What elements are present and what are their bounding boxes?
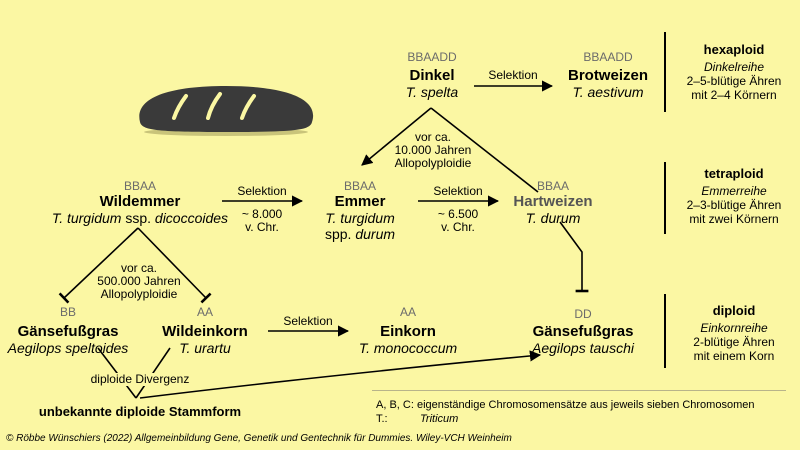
side-diploid-line1: 2-blütige Ähren	[693, 335, 775, 349]
node-emmer-species: T. turgidum	[325, 210, 395, 226]
side-diploid-line2: mit einem Korn	[693, 349, 775, 363]
node-dinkel-name: Dinkel	[409, 67, 455, 84]
node-gaensefussgras-dd-species: Aegilops tauschi	[532, 340, 634, 356]
label-divergenz: diploide Divergenz	[80, 373, 200, 386]
edge-poly500000-left	[58, 227, 139, 304]
side-divider-diploid	[664, 294, 666, 368]
label-selektion-wildemmer-time: ~ 8.000 v. Chr.	[227, 208, 297, 234]
label-emmer-time-line1: ~ 6.500	[437, 207, 479, 221]
genome-brotweizen: BBAADD	[583, 50, 633, 64]
genome-wildeinkorn: AA	[196, 305, 213, 319]
label-polyploid-10000-line2: 10.000 Jahren	[394, 143, 472, 157]
edge-poly10000-right	[430, 107, 539, 193]
node-gaensefussgras-bb-species: Aegilops speltoides	[7, 340, 129, 356]
label-emmer-time-line2: v. Chr.	[441, 220, 475, 234]
side-divider-tetraploid	[664, 162, 666, 234]
edge-hartweizen-dd	[559, 221, 589, 293]
node-brotweizen-name: Brotweizen	[567, 67, 648, 84]
node-emmer-species2-spp: spp.	[324, 226, 356, 242]
label-wildemmer-time-line2: v. Chr.	[245, 220, 279, 234]
side-hexaploid-line2: mit 2–4 Körnern	[691, 88, 777, 102]
genome-gaensefussgras-dd: DD	[574, 307, 592, 321]
label-polyploid-500000-line1: vor ca.	[120, 261, 157, 275]
genome-einkorn: AA	[399, 305, 416, 319]
label-polyploid-10000-line3: Allopolyploidie	[394, 156, 472, 170]
label-polyploid-500000: vor ca. 500.000 Jahren Allopolyploidie	[92, 262, 186, 301]
label-selektion-emmer: Selektion	[433, 184, 483, 198]
side-hexaploid-title: hexaploid	[703, 42, 765, 57]
label-polyploid-500000-line3: Allopolyploidie	[100, 287, 178, 301]
side-hexaploid-reihe: Dinkelreihe	[703, 60, 765, 74]
side-tetraploid-title: tetraploid	[704, 166, 764, 181]
genome-gaensefussgras-bb: BB	[59, 305, 76, 319]
legend-row-triticum: T.: Triticum	[376, 412, 754, 426]
label-polyploid-10000-line1: vor ca.	[414, 130, 451, 144]
side-hexaploid-line1: 2–5-blütige Ähren	[686, 74, 782, 88]
genome-wildemmer: BBAA	[123, 179, 156, 193]
node-hartweizen-species: T. durum	[525, 210, 581, 226]
node-wildemmer-species-ssp: ssp.	[121, 210, 155, 226]
node-wildeinkorn-species: T. urartu	[179, 340, 231, 356]
label-selektion-dinkel: Selektion	[488, 68, 538, 82]
edge-poly500000-right	[137, 227, 212, 304]
label-polyploid-500000-line2: 500.000 Jahren	[97, 274, 181, 288]
node-wildemmer-species: T. turgidum ssp. dicoccoides	[30, 210, 250, 226]
edge-poly10000-left	[361, 107, 432, 166]
side-tetraploid-reihe: Emmerreihe	[701, 184, 767, 198]
genome-dinkel: BBAADD	[407, 50, 457, 64]
node-gaensefussgras-dd-name: Gänsefußgras	[532, 323, 634, 340]
label-selektion-einkorn: Selektion	[283, 314, 333, 328]
label-selektion-emmer-time: ~ 6.500 v. Chr.	[423, 208, 493, 234]
node-wildeinkorn-name: Wildeinkorn	[162, 323, 248, 340]
node-einkorn-name: Einkorn	[380, 323, 436, 340]
label-polyploid-10000: vor ca. 10.000 Jahren Allopolyploidie	[388, 131, 478, 170]
node-stammform: unbekannte diploide Stammform	[38, 404, 242, 419]
node-brotweizen-species: T. aestivum	[572, 84, 644, 100]
legend-row-chromosomes: A, B, C: eigenständige Chromosomensätze …	[376, 399, 755, 411]
label-wildemmer-time-line1: ~ 8.000	[241, 207, 283, 221]
legend-separator	[372, 390, 786, 391]
side-tetraploid-line1: 2–3-blütige Ähren	[686, 198, 782, 212]
node-emmer-species2: spp. durum	[300, 226, 420, 242]
node-gaensefussgras-bb-name: Gänsefußgras	[17, 323, 119, 340]
node-wildemmer-species-genus: T. turgidum	[51, 210, 122, 226]
genome-emmer: BBAA	[343, 179, 376, 193]
side-tetraploid-line2: mit zwei Körnern	[689, 212, 779, 226]
legend: A, B, C: eigenständige Chromosomensätze …	[376, 398, 754, 426]
node-wildemmer-species-sub: dicoccoides	[154, 210, 229, 226]
node-hartweizen-name: Hartweizen	[513, 193, 593, 210]
legend-val-triticum: Triticum	[420, 413, 459, 425]
side-diploid-reihe: Einkornreihe	[700, 321, 768, 335]
genome-hartweizen: BBAA	[536, 179, 569, 193]
side-diploid-title: diploid	[712, 303, 756, 318]
bread-icon	[139, 86, 314, 136]
side-divider-hexaploid	[664, 32, 666, 112]
node-emmer-species2-durum: durum	[355, 226, 396, 242]
edge-stammform-dd	[139, 350, 542, 399]
legend-key-t: T.:	[376, 413, 388, 425]
node-einkorn-species: T. monococcum	[358, 340, 458, 356]
side-diploid: diploid Einkornreihe 2-blütige Ähren mit…	[672, 303, 796, 363]
node-dinkel-species: T. spelta	[405, 84, 459, 100]
side-hexaploid: hexaploid Dinkelreihe 2–5-blütige Ähren …	[672, 42, 796, 102]
side-tetraploid: tetraploid Emmerreihe 2–3-blütige Ähren …	[672, 166, 796, 226]
node-wildemmer-name: Wildemmer	[99, 193, 181, 210]
label-selektion-wildemmer: Selektion	[237, 184, 287, 198]
copyright: © Röbbe Wünschiers (2022) Allgemeinbildu…	[6, 433, 512, 444]
node-emmer-name: Emmer	[334, 193, 386, 210]
